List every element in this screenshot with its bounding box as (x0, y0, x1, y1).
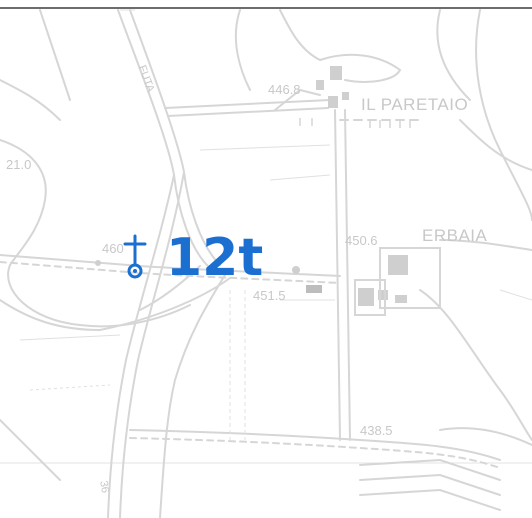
elevation-label: 21.0 (6, 157, 32, 172)
road-label-36: 36 (97, 479, 112, 494)
futa-road (117, 9, 211, 269)
road-north (164, 99, 331, 109)
boundary-lines (19, 9, 532, 440)
bus-stop-pin-icon (123, 234, 147, 279)
buildings (306, 66, 408, 306)
road-lines (0, 9, 532, 518)
road-bottom (129, 429, 501, 461)
transit-marker[interactable]: 12t (118, 232, 263, 284)
place-label-erbaia: ERBAIA (422, 226, 488, 245)
elevation-label: 438.5 (360, 423, 393, 438)
road-east-west (0, 254, 341, 277)
road-south (107, 174, 175, 518)
elevation-label: 446.8 (268, 82, 301, 97)
elevation-label: 451.5 (253, 288, 286, 303)
place-label-paretaio: IL PARETAIO (361, 95, 469, 114)
elevation-label: 460 (102, 241, 124, 256)
marker-label: 12t (166, 228, 264, 288)
elevation-label: 450.6 (345, 233, 378, 248)
